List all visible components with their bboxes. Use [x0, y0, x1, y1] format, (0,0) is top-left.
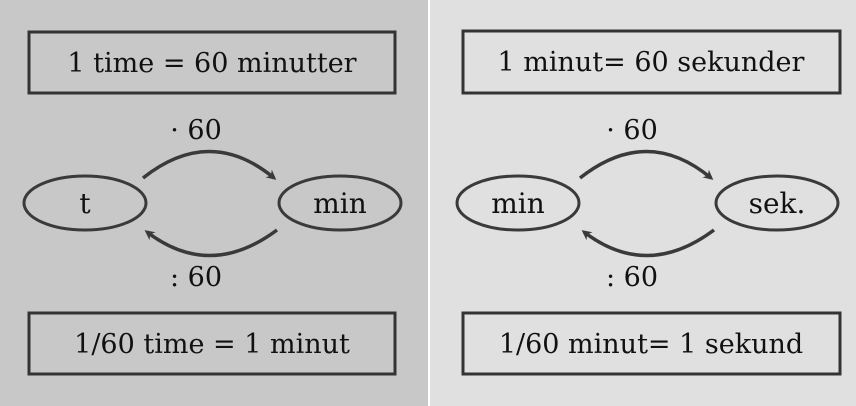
right-panel: 1 minut= 60 sekunder min sek. · 60 : 60 …	[430, 0, 856, 406]
backward-arrow	[581, 228, 716, 258]
minute-fraction-box	[27, 311, 397, 376]
minutes-node	[455, 174, 581, 232]
left-panel-background	[0, 0, 428, 406]
minutes-to-seconds-box	[461, 29, 842, 95]
right-panel-background	[430, 0, 856, 406]
multiply-label: · 60	[606, 115, 658, 146]
divide-label: : 60	[170, 262, 222, 293]
minutes-node-label: min	[491, 187, 545, 220]
backward-arrow	[144, 228, 279, 258]
hours-node-label: t	[79, 187, 91, 220]
forward-arrow	[578, 149, 714, 180]
minutes-to-seconds-text: 1 minut= 60 sekunder	[498, 47, 805, 78]
seconds-node-label: sek.	[749, 187, 806, 220]
hours-to-minutes-box	[27, 30, 397, 95]
left-panel: 1 time = 60 minutter t min · 60 : 60 1/6…	[0, 0, 428, 406]
multiply-label: · 60	[170, 115, 222, 146]
minutes-node	[277, 174, 403, 232]
divide-label: : 60	[606, 262, 658, 293]
minutes-node-label: min	[313, 187, 367, 220]
forward-arrow	[141, 149, 277, 180]
second-fraction-text: 1/60 minut= 1 sekund	[499, 329, 803, 360]
minute-fraction-text: 1/60 time = 1 minut	[74, 329, 350, 360]
second-fraction-box	[461, 311, 842, 376]
hours-to-minutes-text: 1 time = 60 minutter	[67, 48, 356, 79]
seconds-node	[714, 174, 840, 232]
hours-node	[22, 174, 148, 232]
